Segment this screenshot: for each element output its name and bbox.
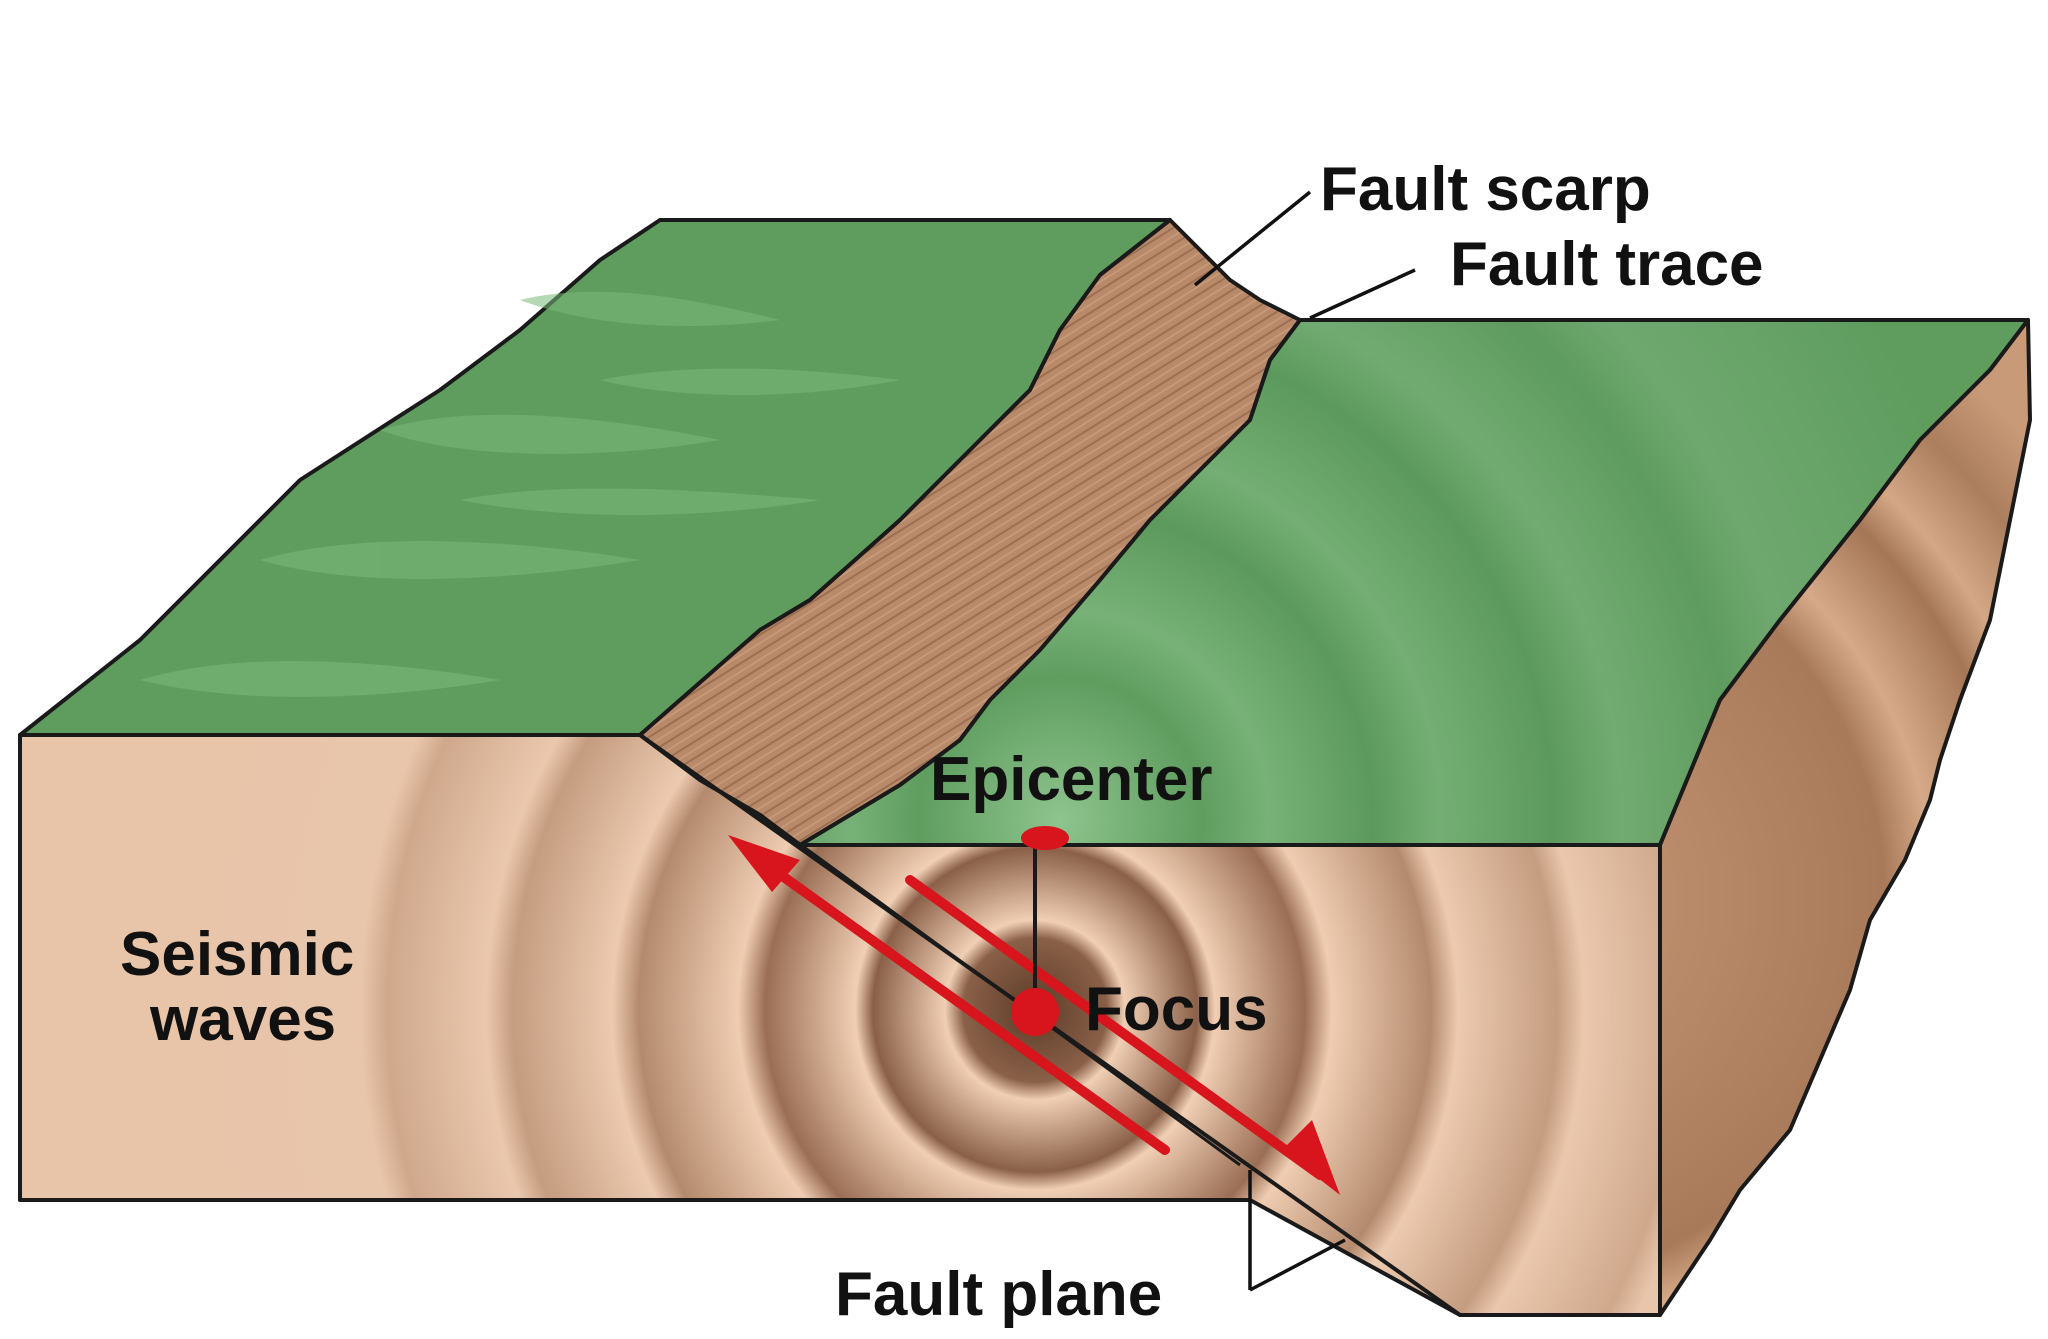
left-ground-texture [140, 291, 900, 697]
label-focus: Focus [1085, 975, 1268, 1044]
fault-plane-line-inner [759, 813, 1241, 1167]
fault-scarp-leader [1193, 190, 1312, 287]
block-side-face [1658, 318, 2032, 1317]
arrow-down-right-icon [1282, 1120, 1340, 1195]
label-fault-scarp: Fault scarp [1320, 155, 1651, 224]
focus-dot [1011, 988, 1059, 1036]
label-fault-plane: Fault plane [835, 1260, 1162, 1329]
label-fault-trace: Fault trace [1450, 230, 1764, 299]
fault-trace-leader [1309, 268, 1416, 320]
fault-plane-leader [1248, 1170, 1346, 1292]
label-seismic: Seismic [120, 920, 354, 989]
arrow-up-left-icon [728, 835, 800, 892]
label-epicenter: Epicenter [930, 745, 1213, 814]
slip-arrows [728, 835, 1340, 1195]
epicenter-dot [1021, 826, 1069, 850]
label-waves: waves [149, 985, 336, 1054]
